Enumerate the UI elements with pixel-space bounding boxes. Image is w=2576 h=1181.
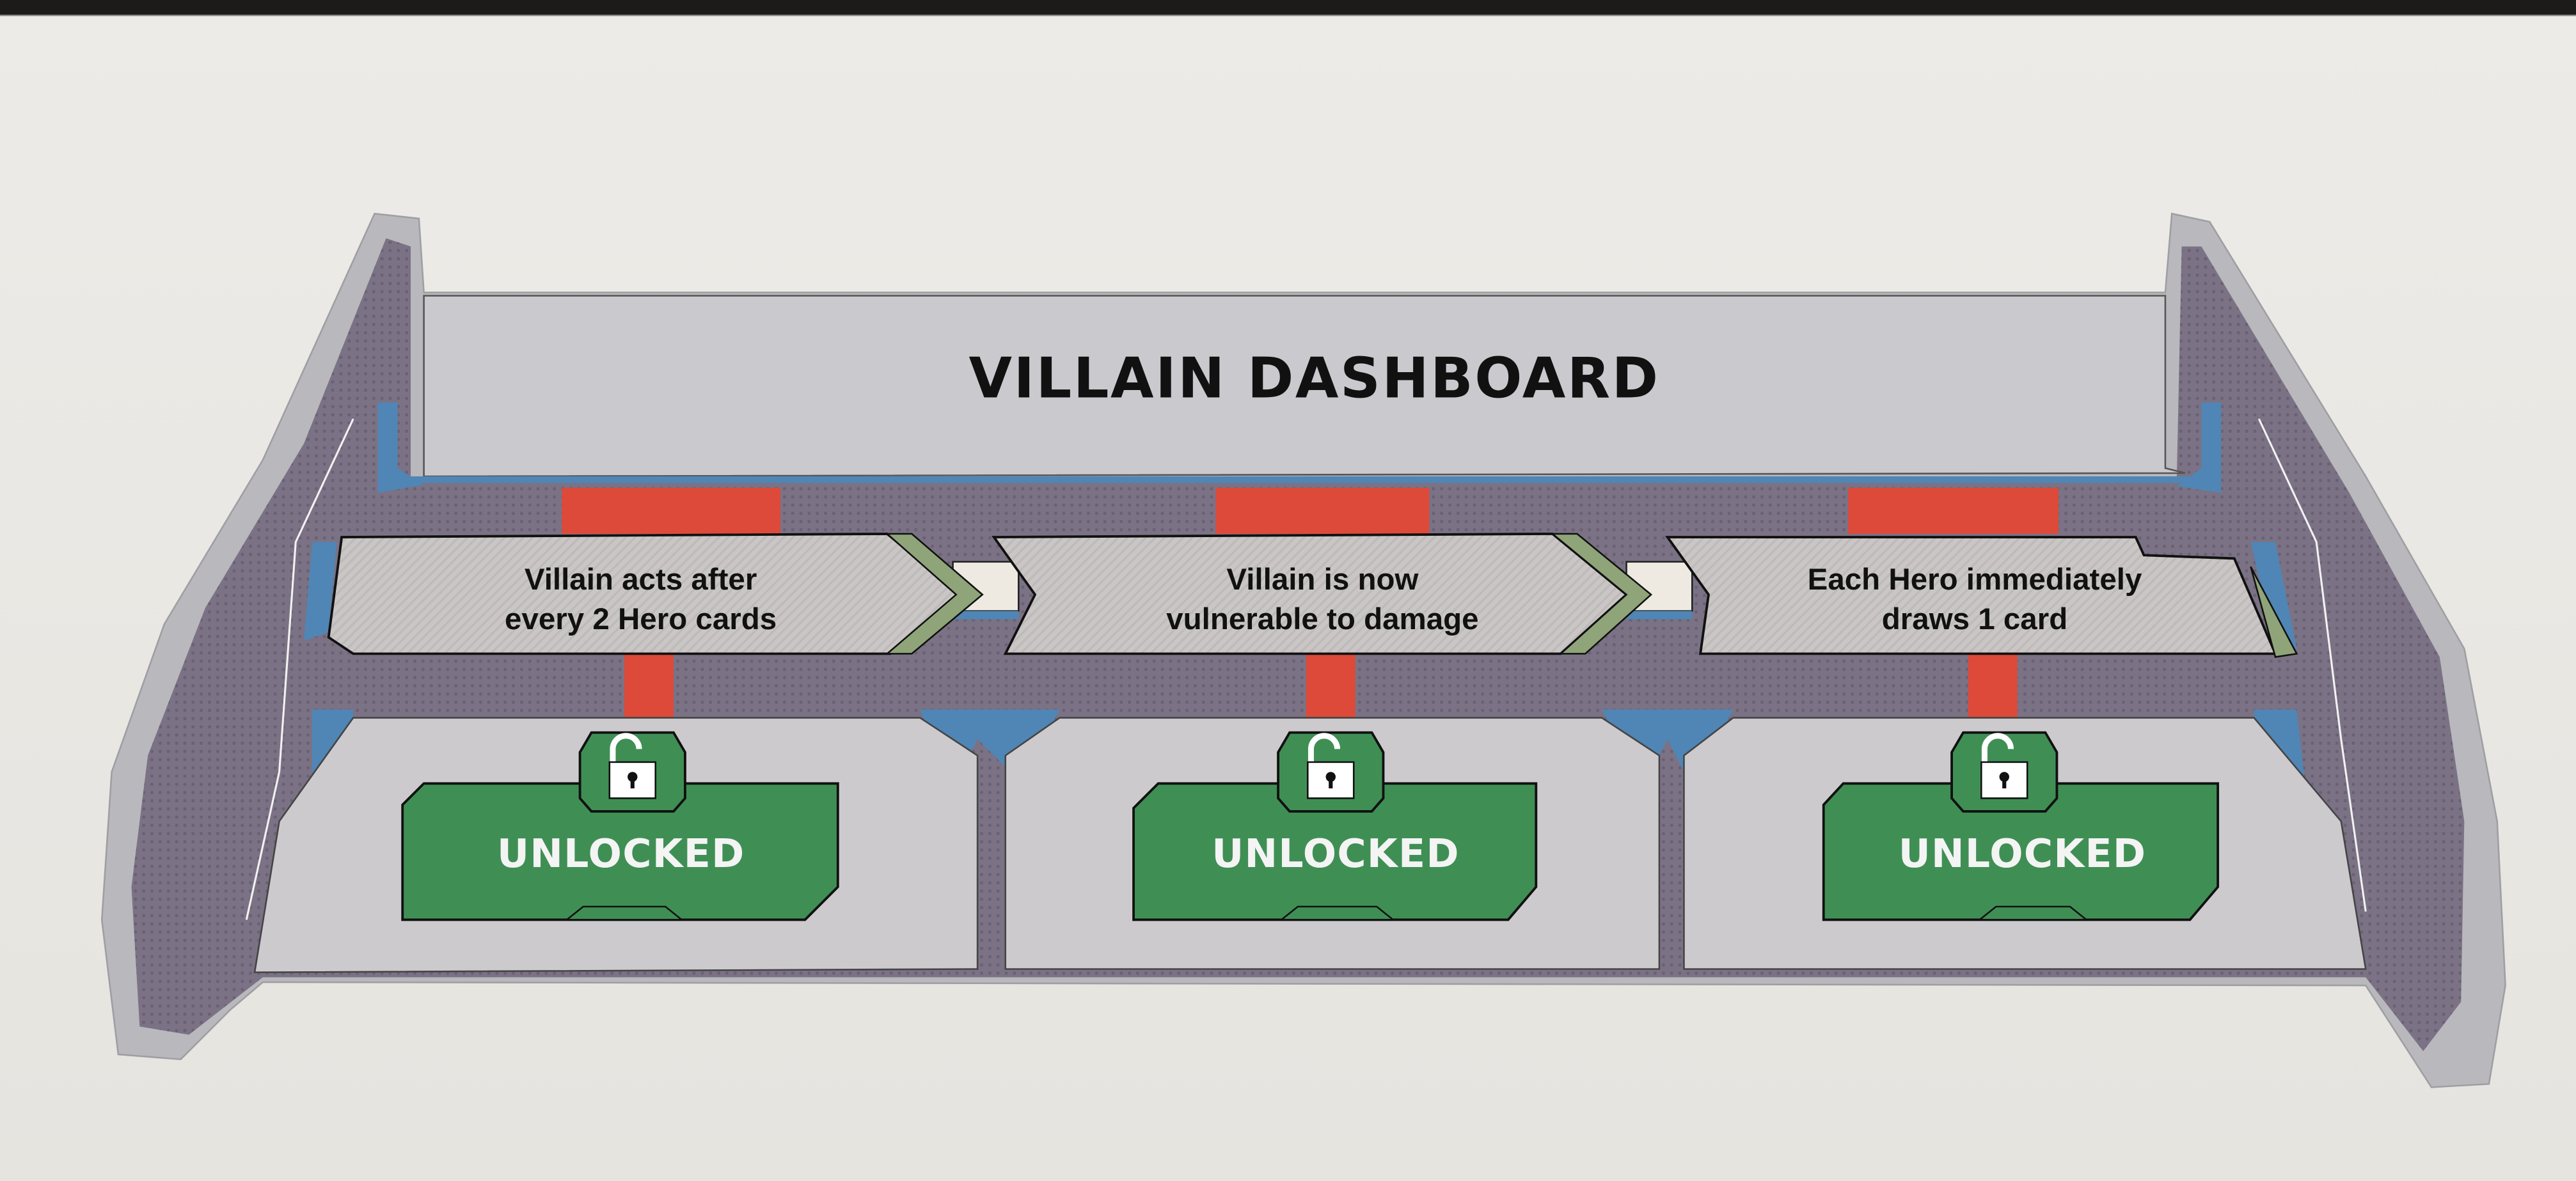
banner-1-line-1: Villain acts after (525, 563, 757, 597)
effect-banner-3: Each Hero immediately draws 1 card (1665, 536, 2298, 658)
stage-2-status-label: UNLOCKED (1212, 831, 1460, 877)
stage-1-status: UNLOCKED (401, 731, 839, 921)
unlocked-padlock-icon (578, 731, 686, 813)
red-indicators (562, 487, 2059, 728)
stage-2-status: UNLOCKED (1132, 731, 1538, 921)
banner-3-line-1: Each Hero immediately (1808, 563, 2142, 597)
stage-1-status-label: UNLOCKED (497, 831, 745, 877)
banner-2-line-1: Villain is now (1226, 563, 1419, 597)
stage-3-status-label: UNLOCKED (1899, 831, 2147, 877)
stage-3-status: UNLOCKED (1822, 731, 2220, 921)
banner-3-line-2: draws 1 card (1882, 602, 2067, 636)
effect-banner-2: Villain is now vulnerable to damage (992, 532, 1653, 655)
effect-banner-1: Villain acts after every 2 Hero cards (327, 532, 984, 655)
banner-2-line-2: vulnerable to damage (1166, 602, 1478, 636)
board-title: VILLAIN DASHBOARD (968, 346, 1659, 411)
banner-1-line-2: every 2 Hero cards (505, 602, 777, 636)
unlocked-padlock-icon (1277, 731, 1385, 813)
unlocked-padlock-icon (1950, 731, 2058, 813)
header-panel (423, 295, 2186, 478)
